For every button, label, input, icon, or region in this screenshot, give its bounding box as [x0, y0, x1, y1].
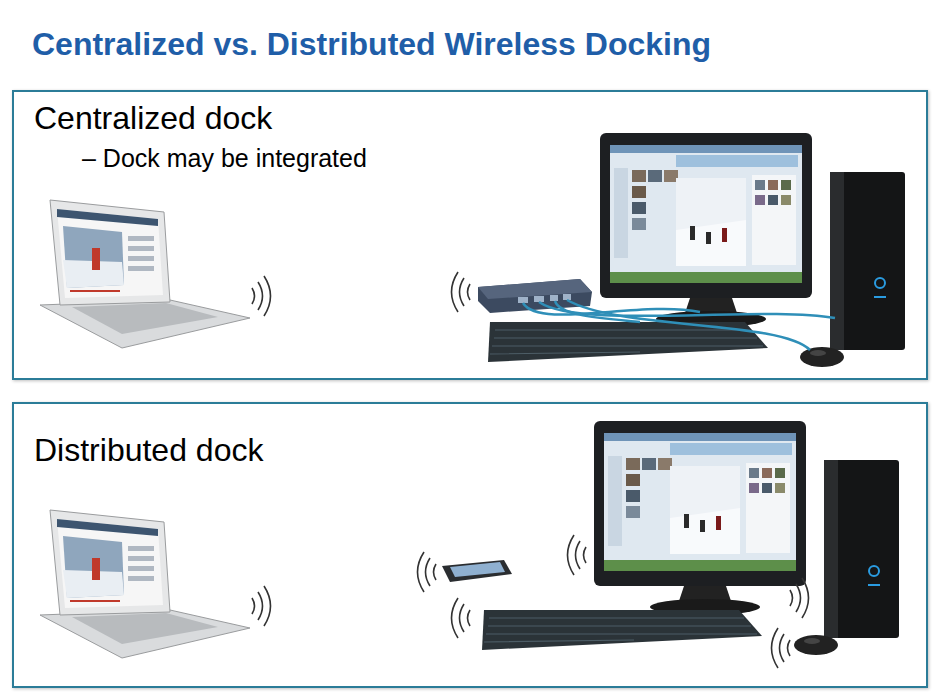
phone-picture	[442, 560, 512, 582]
panel-box: Centralized dock – Dock may be integrated	[12, 90, 928, 380]
laptop-picture-2	[40, 510, 271, 658]
panel-box: Distributed dock	[12, 402, 928, 688]
desktop-picture	[488, 133, 905, 367]
panel-heading: Distributed dock	[34, 432, 263, 469]
panel-note: – Dock may be integrated	[82, 144, 367, 173]
wireless-waves-2	[418, 535, 809, 668]
wireless-waves	[452, 272, 471, 312]
slide-title: Centralized vs. Distributed Wireless Doc…	[32, 26, 711, 63]
panel-heading: Centralized dock	[34, 100, 272, 137]
laptop-picture	[40, 200, 250, 348]
cables	[523, 300, 835, 350]
desktop-picture-2	[482, 421, 899, 655]
wireless-waves	[252, 276, 271, 316]
dock-picture	[478, 279, 592, 313]
